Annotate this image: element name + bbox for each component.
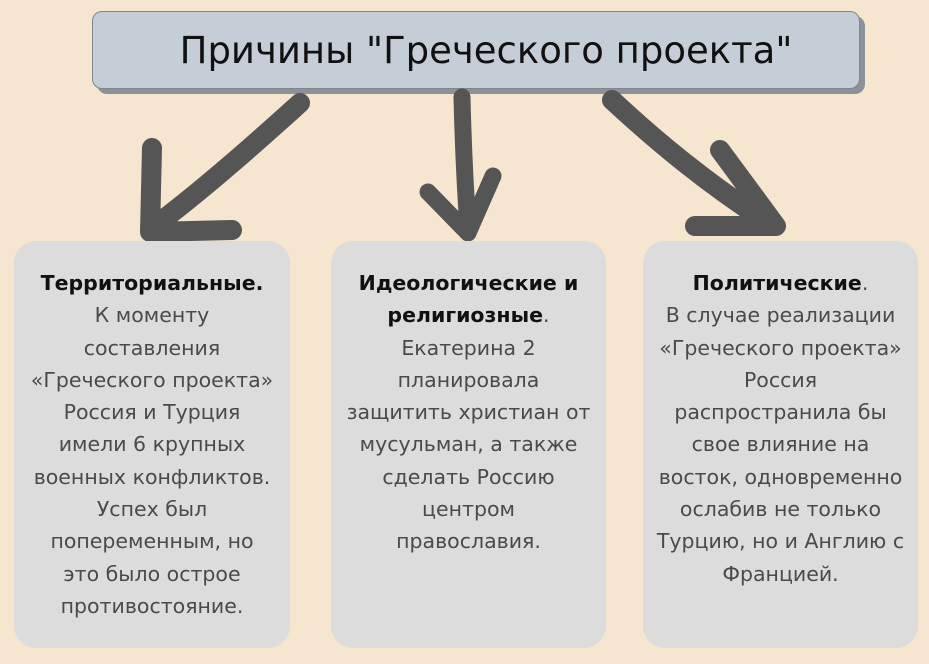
- card-body-line: противостояние.: [60, 593, 244, 618]
- card-body-line: свое влияние на: [691, 432, 870, 457]
- card-body-line: Успех был: [96, 497, 208, 522]
- card-body-line: Россия и Турция: [63, 400, 241, 425]
- card-heading-line-2: религиозные.: [331, 299, 606, 331]
- card-heading-line: Политические.: [643, 267, 918, 299]
- card-heading-dot: .: [861, 271, 869, 295]
- card-body-line: это было острое: [63, 561, 241, 586]
- card-body-line: Францией.: [722, 561, 839, 586]
- card-body-line: защитить христиан от: [346, 400, 591, 425]
- arrow-middle-icon: [419, 88, 502, 242]
- card-body-line: планировала: [397, 367, 540, 392]
- card-body-line: К моменту: [94, 303, 210, 328]
- card-body: К моменту составления «Греческого проект…: [14, 299, 290, 622]
- card-body-line: восток, одновременно: [658, 464, 903, 489]
- card-body-line: Турцию, но и Англию с: [656, 529, 905, 554]
- card-body-line: центром: [422, 497, 515, 522]
- card-body-line: ослабив не только: [679, 497, 882, 522]
- card-heading-line: Идеологические и: [358, 271, 579, 295]
- card-body-line: В случае реализации: [665, 303, 896, 328]
- card-body-line: имели 6 крупных: [58, 432, 246, 457]
- arrow-right-icon: [602, 90, 786, 236]
- card-body-line: составления: [83, 335, 221, 360]
- card-body-line: православия.: [396, 529, 541, 554]
- card-heading-text: Политические: [692, 271, 862, 295]
- card-ideological: Идеологические и религиозные. Екатерина …: [331, 241, 606, 648]
- card-body: В случае реализации «Греческого проекта»…: [643, 299, 918, 590]
- arrow-left-icon: [140, 93, 310, 242]
- card-body-line: Россия: [743, 367, 818, 392]
- card-political: Политические. В случае реализации «Грече…: [643, 241, 918, 648]
- diagram-title: Причины "Греческого проекта": [179, 28, 793, 72]
- card-heading-dot: .: [543, 303, 550, 328]
- card-body-line: попеременным, но: [50, 529, 254, 554]
- card-body-line: мусульман, а также: [359, 432, 578, 457]
- card-heading-line: Территориальные.: [40, 271, 264, 295]
- card-body-line: распространила бы: [674, 400, 887, 425]
- card-body-line: Екатерина 2: [401, 335, 536, 360]
- card-heading: Политические.: [643, 267, 918, 299]
- title-box: Причины "Греческого проекта": [92, 11, 860, 89]
- card-body-line: «Греческого проекта»: [30, 367, 274, 392]
- card-body: Екатерина 2 планировала защитить христиа…: [331, 332, 606, 558]
- card-body-line: «Греческого проекта»: [659, 335, 902, 360]
- card-heading: Территориальные.: [14, 267, 290, 299]
- card-body-line: сделать Россию: [382, 464, 555, 489]
- card-territorial: Территориальные. К моменту составления «…: [14, 241, 290, 648]
- card-heading: Идеологические и религиозные.: [331, 267, 606, 332]
- card-heading-text: религиозные: [387, 303, 544, 328]
- card-body-line: военных конфликтов.: [33, 464, 271, 489]
